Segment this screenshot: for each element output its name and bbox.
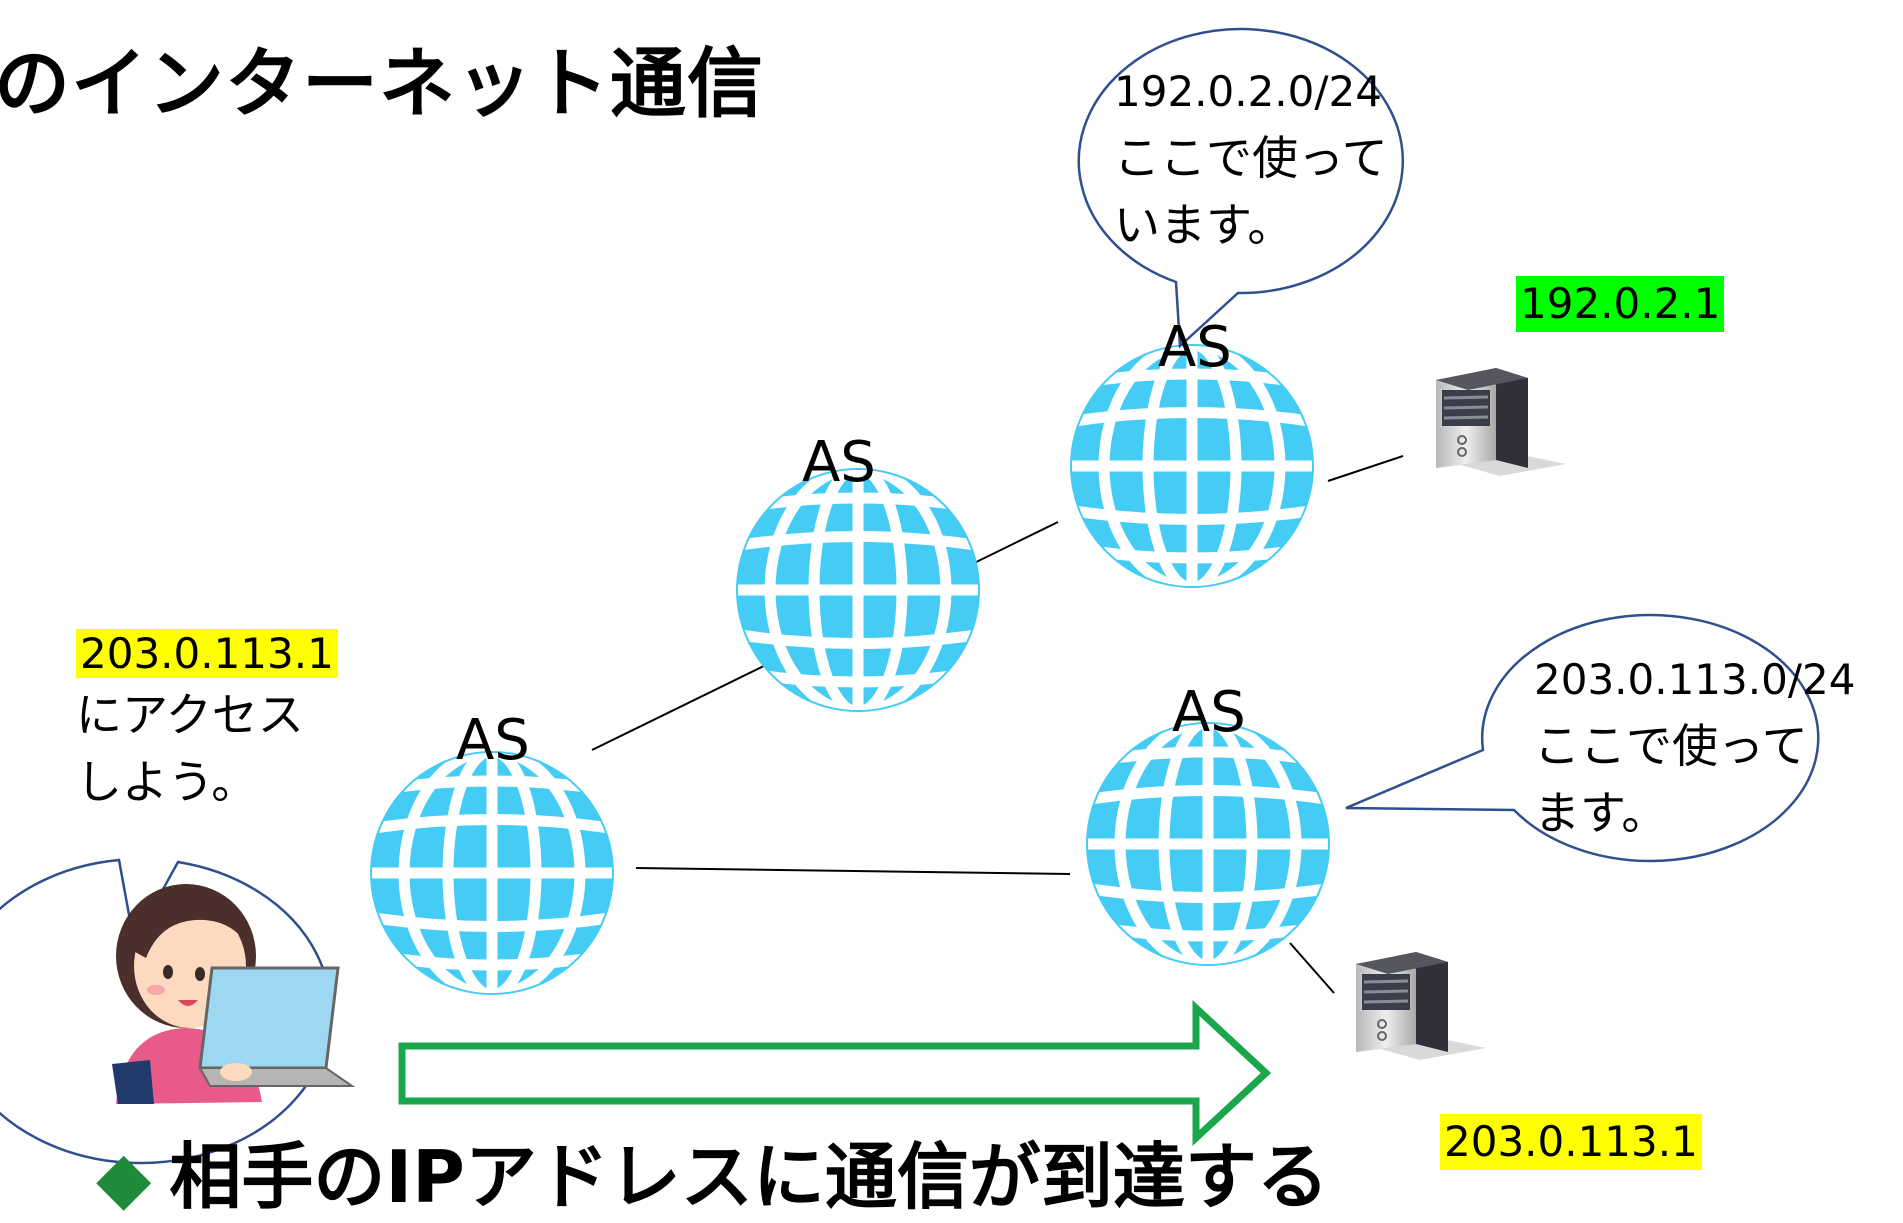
globe-icon-middle <box>733 465 983 715</box>
slide-title: のインターネット通信 <box>0 39 764 128</box>
flow-arrow <box>398 999 1272 1147</box>
link-top-to-server <box>1327 455 1404 482</box>
bubble-right-prefix: 203.0.113.0/24 <box>1534 655 1856 704</box>
user-with-laptop-icon <box>112 884 356 1104</box>
server-top-ip: 192.0.2.1 <box>1516 276 1725 332</box>
link-left-to-right <box>635 867 1071 875</box>
link-right-to-server <box>1289 942 1335 994</box>
as-label-left: AS <box>456 708 530 773</box>
as-label-middle: AS <box>802 430 876 495</box>
bullet-text: 相手のIPアドレスに通信が到達する <box>169 1135 1329 1219</box>
server-icon-bottom <box>1354 950 1488 1062</box>
speech-bubble-top <box>1077 27 1405 349</box>
server-icon-top <box>1434 366 1568 478</box>
as-label-top: AS <box>1158 315 1232 380</box>
bullet-point: ◆相手のIPアドレスに通信が到達する <box>96 1118 1329 1223</box>
bubble-top-line2: ここで使って <box>1114 131 1388 185</box>
bubble-top-prefix: 192.0.2.0/24 <box>1114 67 1382 116</box>
bubble-left-line3: しよう。 <box>76 755 258 809</box>
bubble-top-text: 192.0.2.0/24 ここで使って います。 <box>1114 58 1388 259</box>
diagram: のインターネット通信 AS AS AS AS 192.0.2.0/24 ここで使… <box>0 27 1855 1219</box>
globe-icon-left <box>367 748 617 998</box>
bubble-right-text: 203.0.113.0/24 ここで使って ます。 <box>1534 646 1855 847</box>
as-label-right: AS <box>1172 680 1246 745</box>
bubble-top-line3: います。 <box>1114 198 1294 252</box>
bubble-left-line2: にアクセス <box>76 688 304 742</box>
diagram-canvas <box>0 27 1820 1165</box>
bubble-right-line2: ここで使って <box>1534 719 1808 773</box>
globe-icon-right <box>1083 719 1333 969</box>
bubble-left-ip: 203.0.113.1 <box>76 629 338 678</box>
server-bottom-ip: 203.0.113.1 <box>1440 1114 1702 1170</box>
bubble-right-line3: ます。 <box>1534 786 1668 840</box>
speech-bubble-right <box>1345 613 1820 863</box>
bullet-mark: ◆ <box>96 1135 152 1219</box>
bubble-left-text: 203.0.113.1 にアクセス しよう。 <box>76 622 338 816</box>
